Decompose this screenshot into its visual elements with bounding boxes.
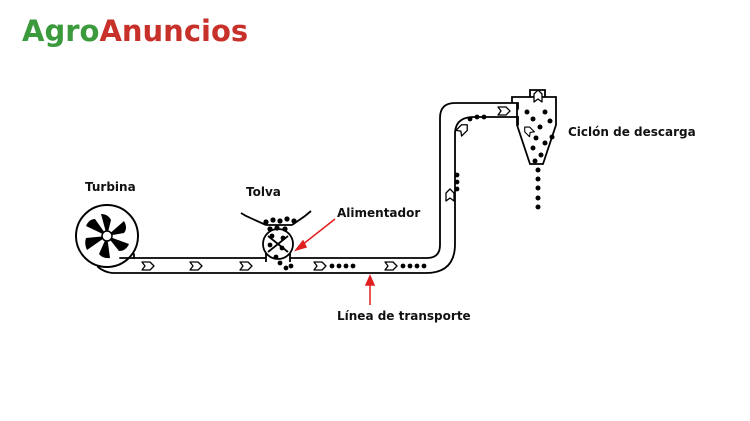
label-tolva: Tolva	[246, 185, 281, 199]
label-alimentador: Alimentador	[337, 206, 420, 220]
pipe-particles	[329, 114, 487, 269]
hopper-particles	[263, 216, 297, 271]
alimentador-pointer	[301, 218, 336, 246]
flow-arrow	[384, 261, 398, 271]
hopper	[240, 210, 312, 262]
flow-arrow	[189, 261, 203, 271]
pointer-arrows	[293, 218, 376, 305]
alimentador-pointer-head	[293, 239, 308, 252]
label-ciclon: Ciclón de descarga	[568, 125, 696, 139]
agroanuncios-logo[interactable]: AgroAnuncios	[22, 14, 248, 48]
logo-anuncios-text: Anuncios	[99, 14, 249, 48]
logo-agro-text: Agro	[22, 14, 100, 48]
flow-arrow	[141, 261, 155, 271]
flow-arrow	[497, 106, 511, 116]
flow-arrow	[313, 261, 327, 271]
label-turbina: Turbina	[85, 180, 136, 194]
flow-arrow	[533, 89, 543, 103]
flow-arrow	[445, 188, 455, 202]
linea-pointer-head	[364, 274, 376, 286]
turbine	[75, 204, 139, 268]
flow-arrow	[239, 261, 253, 271]
label-linea: Línea de transporte	[337, 309, 471, 323]
flow-arrow	[521, 124, 535, 138]
conveying-pipe	[97, 102, 519, 274]
